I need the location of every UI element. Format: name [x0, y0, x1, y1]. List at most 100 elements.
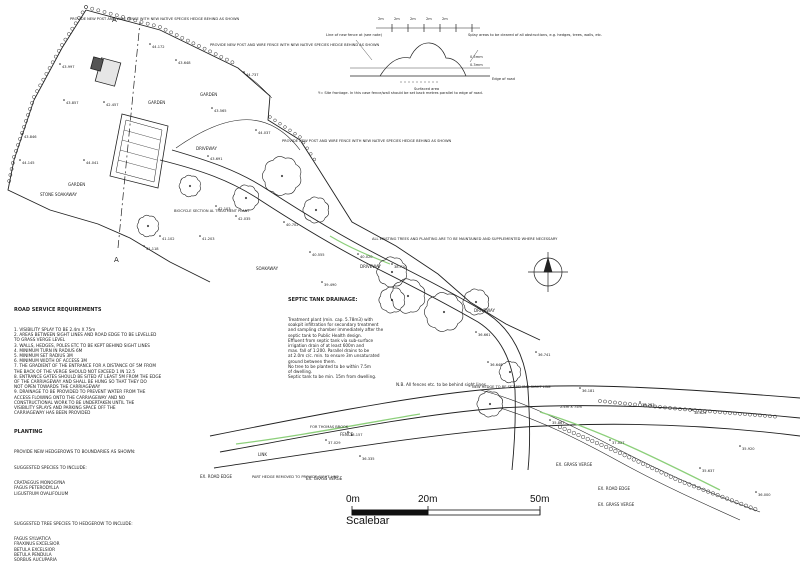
hedge-shrub — [673, 476, 678, 481]
level-marker-dot — [579, 387, 581, 389]
spot-level-label: 35.867 — [552, 421, 565, 425]
hedge-shrub — [729, 498, 734, 503]
septic-title: SEPTIC TANK DRAINAGE: — [288, 297, 358, 304]
level-marker-dot — [207, 155, 209, 157]
right-fence-note: PROVIDE NEW POST AND WIRE FENCE WITH NEW… — [282, 139, 451, 143]
hedge-shrub — [230, 60, 235, 65]
spot-level-label: 44.041 — [86, 161, 99, 165]
level-marker-dot — [391, 263, 393, 265]
hedge-shrub — [594, 440, 599, 446]
road-requirement-item: 5. MINIMUM SET RADIUS 3M — [14, 353, 73, 359]
septic-note-line: of dwelling. — [288, 369, 313, 375]
spot-level-label: 42.035 — [238, 217, 251, 221]
spot-level-label: 37.027 — [612, 441, 625, 445]
tree-canopy — [498, 360, 521, 384]
spot-level-label: 43.648 — [178, 61, 191, 65]
hedge-shrub — [60, 43, 64, 47]
spot-level-label: 38.710 — [394, 265, 407, 269]
hedge-shrub — [202, 46, 207, 51]
septic-note-line: No tree to be planted to be within 7.5m — [288, 363, 372, 369]
hedge-shrub — [650, 466, 655, 471]
driveway-label-1: DRIVEWAY — [196, 146, 217, 151]
hedge-shrub — [668, 474, 673, 479]
hedge-shrub — [174, 33, 179, 37]
hedge-shrub — [80, 10, 85, 15]
dim-label: 2m — [378, 17, 384, 21]
hedge-shrub — [603, 399, 607, 404]
dim-b-label: 0.3mm — [470, 63, 483, 67]
hedge-shrub — [30, 101, 34, 105]
new-hedge-note: NEW HEDGE TO BE SET BEHIND SIGHT LINE — [472, 385, 552, 389]
hedge-shrub — [219, 55, 224, 59]
hedge-shrub — [557, 424, 563, 430]
septic-note-line: septic tank to Public Health design. — [288, 332, 363, 338]
spot-level-label: 43.997 — [62, 65, 75, 69]
hedge-shrub — [627, 455, 632, 460]
hedge-shrub — [643, 403, 647, 408]
hedge-shrub — [599, 442, 604, 448]
road-requirement-item: CARRIAGEWAY HAS BEEN PROVIDED — [14, 410, 91, 416]
hedge-shrub — [14, 149, 18, 153]
hedge-shrub — [604, 444, 609, 450]
road-requirement-item: 1. VISIBILITY SPLAY TO BE 2.4m X 75m — [14, 327, 96, 333]
level-marker-dot — [159, 235, 161, 237]
hedge-shrub — [571, 430, 576, 436]
hedge-shrub — [163, 27, 168, 32]
hedge-shrub — [598, 399, 602, 403]
level-marker-dot — [487, 361, 489, 363]
hedge-shrub — [618, 401, 622, 405]
planting-species-item: CRATAEGUS MONOGYNA — [14, 480, 66, 486]
site-plan-drawing: PROVIDE NEW POST AND WIRE FENCE WITH NEW… — [7, 5, 800, 521]
spot-level-label: 36.741 — [538, 353, 551, 357]
level-marker-dot — [549, 419, 551, 421]
spot-level-label: 41.102 — [162, 237, 175, 241]
septic-note-line: soakpit infiltration for secondary treat… — [288, 322, 379, 328]
north-arrow — [528, 252, 568, 292]
hedge-shrub — [312, 157, 317, 162]
tree-trunk — [390, 298, 394, 302]
hedge-shrub — [623, 401, 627, 406]
hedge-shrub — [44, 72, 49, 76]
boundary-hedge — [7, 5, 317, 183]
spot-level-label: 36.661 — [478, 333, 491, 337]
tree-trunk — [188, 184, 192, 188]
hedge-shrub — [608, 400, 612, 404]
level-marker-dot — [475, 331, 477, 333]
level-marker-dot — [309, 251, 311, 253]
driveway — [159, 119, 530, 471]
road-requirement-item: VISIBILITY SPLAYS AND PARKING SPACE OFF … — [14, 405, 116, 411]
fence-label: FENCE — [340, 432, 354, 437]
septic-note-line: Effluent from septic tank via sub-surfac… — [288, 337, 374, 343]
level-marker-dot — [325, 439, 327, 441]
hedge-shrub — [208, 49, 212, 54]
hedge-shrub — [728, 411, 732, 415]
level-marker-dot — [211, 107, 213, 109]
hedge-shrub — [10, 161, 15, 165]
spot-level-label: 40.555 — [312, 253, 325, 257]
hedge-shrub — [713, 409, 717, 414]
hedge-shrub — [687, 482, 692, 487]
line-of-fence-note: Line of new fence at (see note) — [326, 33, 383, 37]
tree-canopy — [232, 184, 259, 212]
spot-level-label: 41.203 — [202, 237, 215, 241]
level-marker-dot — [357, 253, 359, 255]
hedge-shrub — [585, 436, 590, 442]
hedge-shrub — [664, 472, 669, 477]
hedge-shrub — [67, 32, 71, 36]
hedge-shrub — [28, 107, 32, 111]
tree-canopy — [378, 286, 405, 314]
level-marker-dot — [235, 215, 237, 217]
dim-label: 2m — [442, 17, 448, 21]
level-marker-dot — [19, 159, 21, 161]
hedge-shrub — [18, 137, 22, 141]
hedge-shrub — [706, 489, 711, 494]
hedge-shrub — [696, 486, 701, 491]
hedge-shrub — [7, 179, 12, 183]
hedge-shrub — [631, 457, 636, 462]
level-marker-dot — [321, 281, 323, 283]
spot-level-label: 43.691 — [210, 157, 223, 161]
section-detail-text: 2m 2m 2m 2m 2m Line of new fence at (see… — [318, 17, 602, 95]
hedge-shrub — [278, 122, 282, 126]
hedge-shrub — [743, 503, 748, 508]
part-hedge-note: PART HEDGE REMOVED TO PROVIDE SIGHT LINE — [252, 475, 339, 479]
